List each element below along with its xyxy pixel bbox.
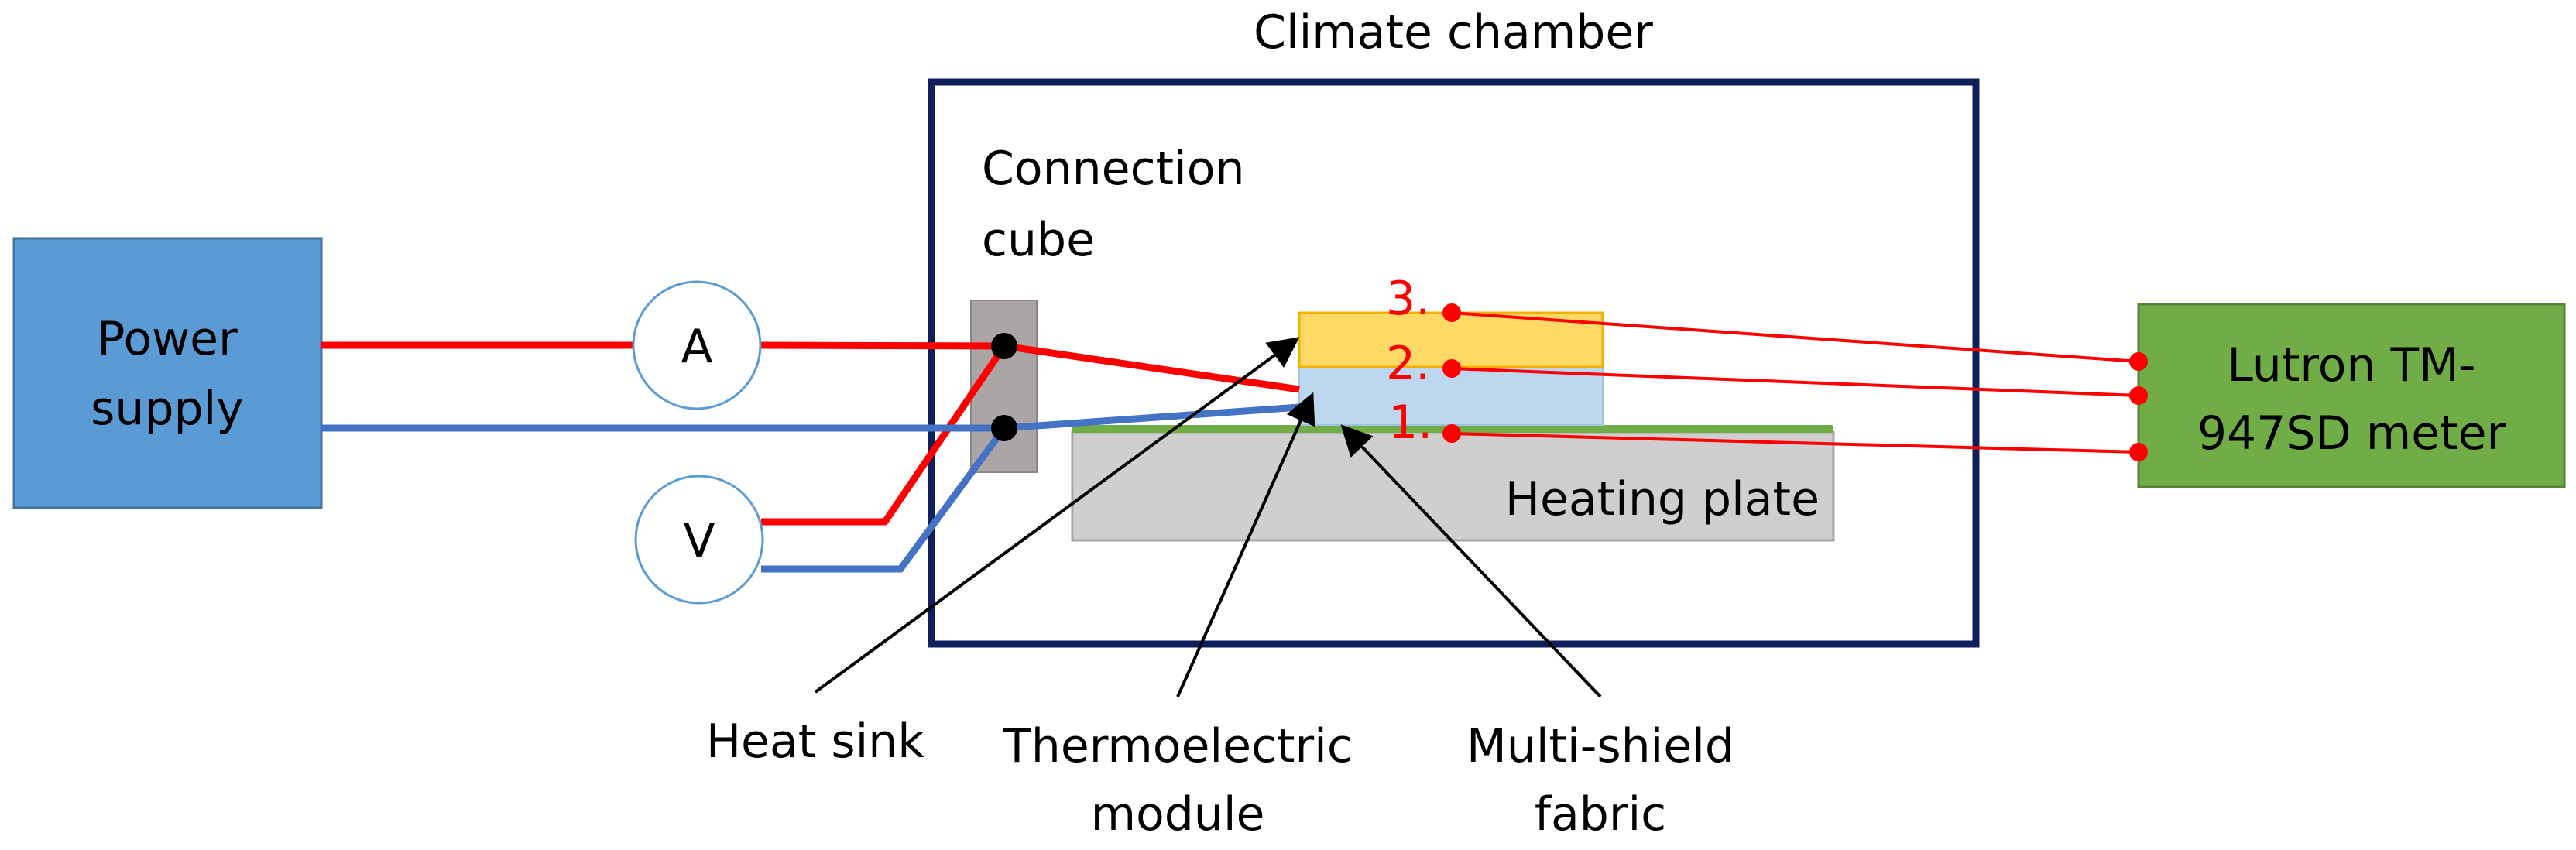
heating-plate-label: Heating plate	[1505, 472, 1820, 526]
negative-wire-segment	[1003, 403, 1300, 432]
power-supply-label: Power	[97, 312, 238, 366]
probe-1-label: 1.	[1388, 396, 1432, 450]
voltmeter-positive-wire	[761, 344, 1007, 526]
power-supply-box	[12, 237, 323, 509]
positive-terminal-node	[991, 333, 1017, 359]
connection-cube-label-line2: cube	[982, 213, 1095, 267]
probe-1-dot	[1442, 424, 1461, 443]
heat-sink-pointer-arrow	[814, 337, 1300, 694]
ammeter-label: A	[681, 320, 712, 374]
probe-3-label: 3.	[1386, 272, 1430, 326]
positive-wire-segment	[760, 341, 1005, 350]
climate-chamber-frame	[928, 78, 1980, 648]
meter-input-1-dot	[2129, 443, 2148, 461]
probe-2-wire	[1451, 367, 2139, 397]
positive-wire-segment	[1003, 342, 1300, 393]
multi-shield-fabric-label-line2: fabric	[1535, 787, 1666, 841]
multi-shield-fabric-label: Multi-shield	[1466, 719, 1734, 773]
connection-cube-label: Connection	[982, 142, 1245, 196]
probe-2-label: 2.	[1386, 337, 1430, 391]
heat-sink-label: Heat sink	[706, 715, 924, 769]
thermoelectric-pointer-arrow	[1176, 392, 1315, 697]
lutron-meter-label: Lutron TM-	[2227, 338, 2475, 392]
negative-terminal-node	[991, 415, 1017, 441]
thermoelectric-module-label: Thermoelectric	[1002, 719, 1353, 773]
voltmeter-circle	[634, 475, 764, 605]
probe-1-wire	[1451, 432, 2139, 454]
meter-input-3-dot	[2129, 352, 2148, 371]
probe-2-dot	[1442, 359, 1461, 378]
voltmeter-label: V	[683, 514, 715, 568]
connection-cube	[970, 300, 1038, 473]
power-supply-label-line2: supply	[91, 382, 244, 436]
thermoelectric-module-label-line2: module	[1091, 787, 1265, 841]
meter-input-2-dot	[2129, 386, 2148, 405]
fabric-pointer-arrow	[1340, 424, 1602, 698]
ammeter-circle	[632, 280, 762, 410]
probe-3-dot	[1442, 303, 1461, 322]
probe-3-wire	[1451, 311, 2139, 363]
lutron-meter-label-line2: 947SD meter	[2197, 406, 2506, 461]
lutron-meter-box	[2137, 303, 2566, 488]
voltmeter-negative-wire	[761, 426, 1007, 573]
climate-chamber-label: Climate chamber	[1254, 5, 1653, 60]
